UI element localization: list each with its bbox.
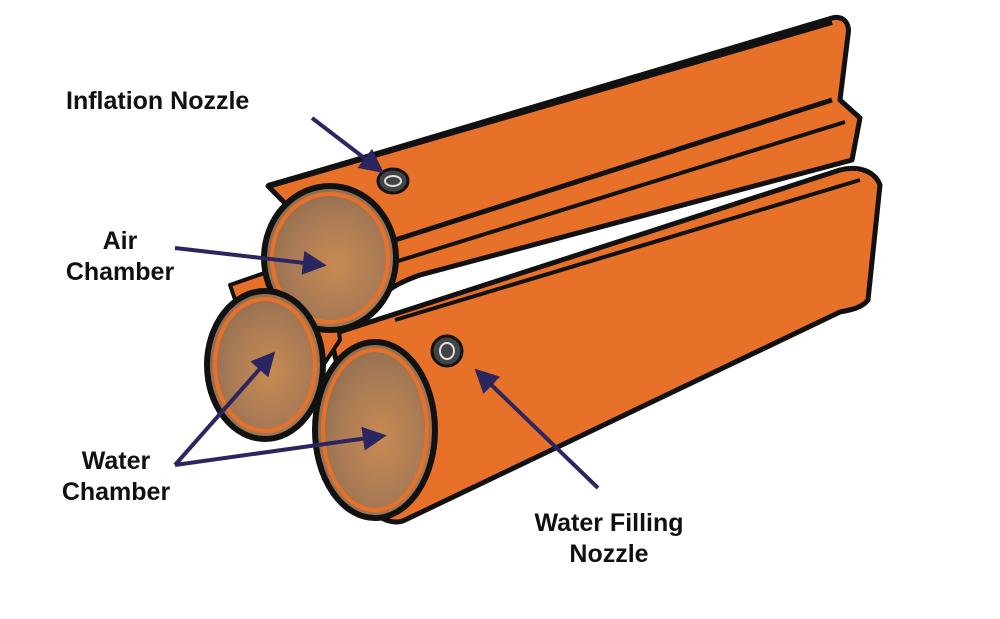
water-chamber-label: Water Chamber bbox=[32, 446, 200, 508]
water-chamber-right-end bbox=[312, 339, 438, 521]
water-filling-nozzle-label: Water Filling Nozzle bbox=[506, 508, 712, 570]
air-chamber-label-line2: Chamber bbox=[65, 258, 175, 286]
middle-seam-line bbox=[394, 178, 861, 322]
top-seam-line bbox=[394, 97, 833, 243]
inflation-nozzle-label: Inflation Nozzle bbox=[66, 86, 249, 117]
water-chamber-tube-body bbox=[327, 165, 883, 525]
water-filling-nozzle-label-line1: Water Filling bbox=[534, 509, 684, 537]
inflation-nozzle-label-text: Inflation Nozzle bbox=[66, 87, 250, 115]
water-chamber-arrow-right bbox=[174, 426, 387, 467]
water-chamber-right-rim bbox=[321, 348, 429, 512]
water-chamber-left-rim bbox=[213, 297, 317, 433]
water-chamber-arrow-left bbox=[173, 351, 276, 467]
water-filling-nozzle-icon bbox=[430, 334, 464, 368]
water-filling-nozzle-label-line2: Nozzle bbox=[569, 540, 649, 568]
water-chamber-label-line2: Chamber bbox=[61, 478, 171, 506]
water-filling-nozzle-arrow bbox=[474, 368, 600, 490]
air-chamber-arrow bbox=[174, 246, 327, 275]
water-chamber-label-line1: Water bbox=[81, 447, 151, 475]
inflation-nozzle-arrow bbox=[310, 116, 384, 173]
inflation-nozzle-icon bbox=[376, 167, 410, 195]
air-chamber-label: Air Chamber bbox=[40, 226, 200, 288]
top-seam-line-2 bbox=[394, 120, 846, 264]
air-chamber-label-line1: Air bbox=[102, 227, 138, 255]
